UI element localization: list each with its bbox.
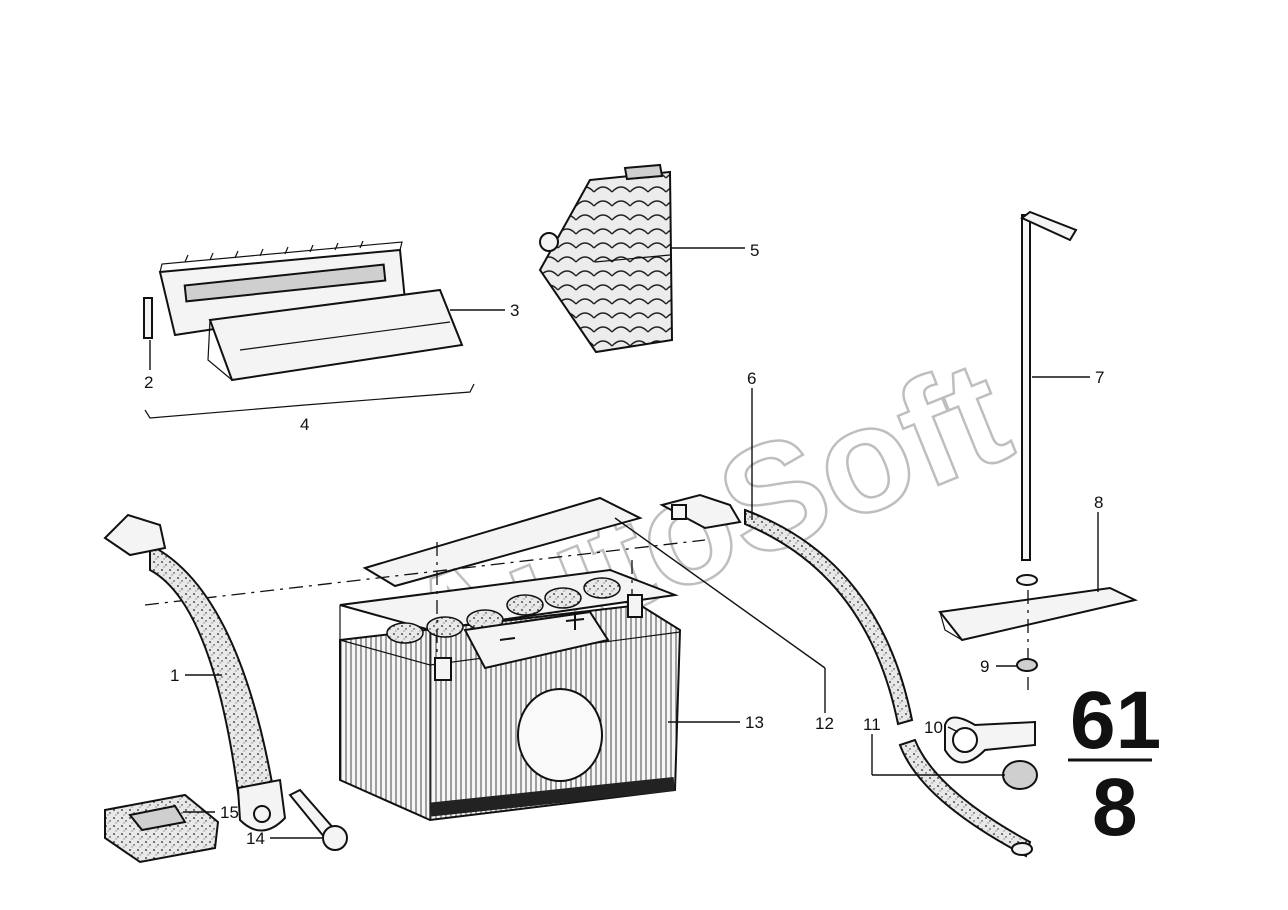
callout-5: 5 [750,241,759,260]
callout-8: 8 [1094,493,1103,512]
group-code: 61 8 [1068,675,1161,853]
fuse-pin [143,297,153,339]
battery-vent-caps [386,577,621,644]
ground-strap [103,513,287,832]
fuse-box-assembly [143,240,475,419]
callout-6: 6 [747,369,756,388]
callout-4: 4 [300,415,309,434]
callout-9: 9 [980,657,989,676]
callout-10: 10 [924,718,943,737]
callout-15: 15 [220,803,239,822]
callout-14: 14 [246,829,265,848]
terminal-cover [538,163,674,354]
insulating-strip [362,496,643,588]
callout-3: 3 [510,301,519,320]
callout-13: 13 [745,713,764,732]
callout-labels: 1 2 3 4 5 6 7 8 9 10 11 12 13 14 15 [144,241,1104,848]
battery-hold-down [938,210,1139,690]
cable-terminal [944,716,1036,764]
group-code-bottom: 8 [1092,762,1138,853]
self-tapping-screw [288,788,348,851]
group-code-top: 61 [1070,675,1161,766]
leader-lines [149,247,1099,839]
callout-2: 2 [144,373,153,392]
grommet [1002,760,1038,790]
callout-7: 7 [1095,368,1104,387]
callout-1: 1 [170,666,179,685]
battery-cable [659,493,1033,858]
battery [339,568,682,822]
fuse-cover [208,288,464,382]
rubber-block [104,793,220,864]
callout-12: 12 [815,714,834,733]
callout-11: 11 [863,715,881,734]
